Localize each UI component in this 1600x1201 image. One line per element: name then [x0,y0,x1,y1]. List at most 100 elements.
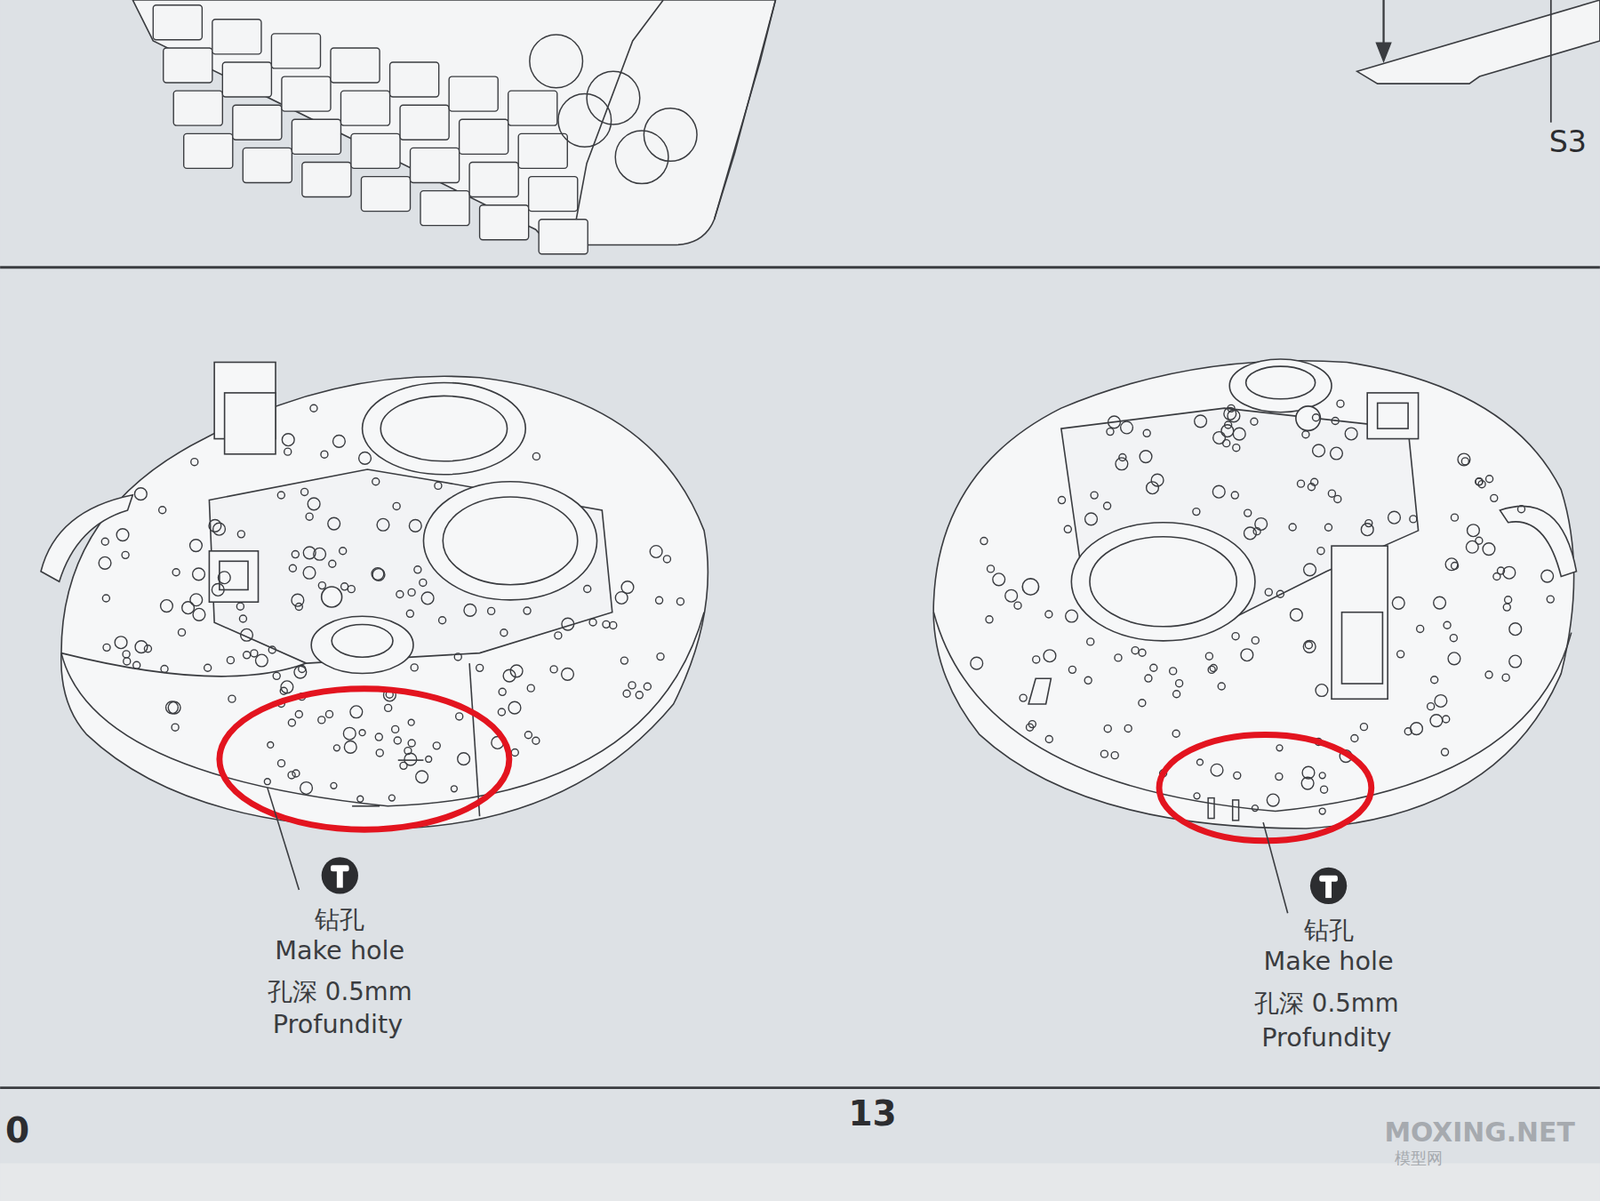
bolt-hole [1442,715,1450,723]
bolt-hole [102,594,110,602]
era-block [281,76,331,112]
road-wheel [615,130,669,184]
bolt-hole [1233,771,1241,779]
bolt-hole [103,643,111,651]
bolt-hole [456,712,464,720]
bolt-hole [133,661,141,669]
bolt-hole [602,620,610,628]
bolt-hole [384,704,392,712]
bolt-hole [1057,496,1065,504]
bolt-hole [1213,432,1226,445]
bolt-hole [250,649,258,657]
bolt-hole [239,615,247,623]
bolt-hole [432,742,440,750]
bolt-hole [584,585,592,593]
bolt-hole [268,646,276,654]
era-block [528,176,578,212]
bolt-hole [284,448,292,456]
bolt-hole [172,568,180,576]
bolt-hole [307,497,320,511]
bolt-hole [192,568,206,581]
note-text: Profundity [1261,1024,1392,1053]
bolt-hole [396,590,404,598]
highlight-ellipse [1159,734,1372,840]
bolt-hole [1450,513,1458,521]
bolt-hole [1087,638,1095,646]
bolt-hole [1344,427,1358,440]
bolt-hole [320,450,328,458]
bolt-hole [1019,694,1027,702]
note-text: 钻孔 [1304,917,1354,944]
bolt-hole [1139,450,1152,464]
bolt-hole [1250,417,1258,425]
bolt-hole [114,636,128,649]
bolt-hole [177,628,185,636]
bolt-hole [123,657,131,665]
era-block [340,90,390,126]
note-text: 钻孔 [314,906,365,934]
bolt-hole [1541,569,1554,583]
bolt-hole [457,752,471,766]
bolt-hole [1427,703,1435,711]
bolt-hole [1143,429,1151,437]
bolt-hole [1431,676,1439,684]
bolt-hole [589,618,597,626]
turret-holes [970,400,1554,815]
bolt-hole [1360,723,1368,731]
bolt-hole [1176,680,1184,688]
bolt-hole [1288,523,1296,531]
note-text: Make hole [1264,947,1394,976]
drill-mark [1319,808,1326,815]
bolt-hole [1509,655,1522,668]
bolt-hole [134,488,147,501]
bolt-hole [294,665,307,679]
bolt-hole [550,665,558,673]
bolt-hole [240,628,254,641]
bolt-hole [656,596,664,604]
bolt-hole [554,632,562,640]
bolt-hole [1138,648,1146,656]
drill-mark [359,729,366,736]
bolt-hole [1014,601,1022,609]
era-block [173,90,223,126]
bolt-hole [1028,720,1036,728]
era-block [400,104,449,140]
bolt-hole [1440,748,1448,756]
bolt-hole [182,601,195,615]
era-block [469,162,519,198]
bolt-hole [1032,656,1040,664]
bolt-hole [1502,673,1510,681]
bolt-hole [1331,416,1339,424]
bolt-hole [454,653,462,661]
bolt-hole [288,771,296,779]
era-block [480,205,529,240]
bolt-hole [1217,682,1225,690]
bolt-hole [464,604,477,617]
bolt-hole [191,458,199,466]
bolt-hole [1065,609,1079,623]
bolt-hole [408,520,422,533]
bolt-hole [1503,566,1516,579]
bolt-hole [1478,480,1486,488]
bolt-hole [476,664,484,672]
bolt-hole [166,701,179,714]
bolt-hole [328,517,341,530]
bolt-hole [1043,649,1056,663]
drill-mark [1276,744,1283,752]
bolt-hole [532,452,540,460]
note-text: Profundity [272,1010,403,1040]
leader-line [267,787,300,890]
bolt-hole [228,695,236,703]
page-number: 13 [848,1095,896,1134]
road-wheel [558,94,612,148]
bolt-hole [404,747,412,755]
drill-mark [1193,792,1200,800]
era-block [448,76,498,112]
bolt-hole [1351,735,1359,743]
bolt-hole [414,566,422,574]
bolt-hole [301,488,309,496]
bolt-hole [292,769,300,777]
bolt-hole [318,582,326,590]
bolt-hole [1266,793,1280,807]
bolt-hole [1090,491,1098,499]
